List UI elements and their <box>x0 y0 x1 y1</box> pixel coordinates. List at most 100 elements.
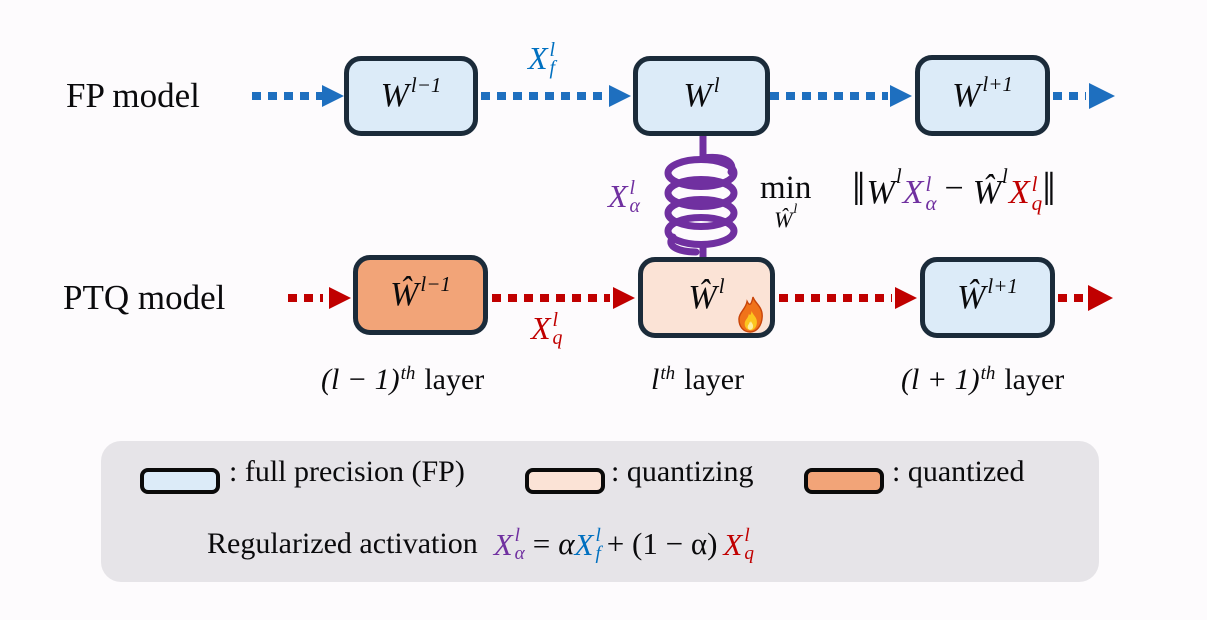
w-hat-superscript: l <box>793 202 798 217</box>
x-symbol: X <box>531 310 551 347</box>
x-superscript: l <box>925 171 932 196</box>
x-subscript: q <box>552 327 563 350</box>
x-subscript: f <box>549 57 556 80</box>
fp-flow-arrowheads <box>322 83 1115 109</box>
ordinal-superscript: th <box>400 363 416 384</box>
flame-inner <box>744 311 757 331</box>
norm-bar-left: ‖ <box>852 163 866 216</box>
weight-symbol: W <box>380 77 409 114</box>
legend-label-quantizing: : quantizing <box>611 455 754 488</box>
x-superscript: l <box>549 39 556 61</box>
weight-superscript: l+1 <box>987 274 1018 298</box>
x-superscript: l <box>514 525 520 547</box>
weight-symbol: Ŵ <box>957 278 986 316</box>
fp-arrowhead-icon <box>1089 83 1115 109</box>
minus-sign: − <box>944 170 964 207</box>
x-symbol: X <box>902 174 924 211</box>
x-superscript: l <box>744 525 750 547</box>
legend-swatch-full-precision <box>140 468 220 494</box>
x-superscript: l <box>629 177 636 199</box>
x-superscript: l <box>595 525 601 547</box>
layer-word: layer <box>1004 363 1065 396</box>
legend-panel: : full precision (FP) : quantizing : qua… <box>101 441 1099 582</box>
weight-symbol: W <box>683 77 712 114</box>
formula-prefix: Regularized activation <box>207 527 478 560</box>
spring-ring <box>664 196 738 230</box>
layer-index: (l − 1) <box>321 363 400 396</box>
ptq-flow-arrowheads <box>329 285 1113 311</box>
fp-arrowhead-icon <box>890 85 912 107</box>
x-symbol: X <box>1008 174 1030 211</box>
one-minus-alpha: + (1 − α) <box>606 526 718 561</box>
w-symbol: W <box>866 174 895 211</box>
spring-hook <box>667 233 700 256</box>
layer-index: l <box>651 363 660 396</box>
w-hat-symbol: Ŵ <box>774 207 793 232</box>
x-subscript: q <box>744 543 754 564</box>
x-symbol: X <box>608 178 628 215</box>
x-subscript: α <box>629 195 640 218</box>
x-subscript: f <box>595 543 601 564</box>
fp-model-label: FP model <box>66 76 200 115</box>
ptq-arrowhead-icon <box>613 287 635 309</box>
w-superscript: l <box>895 164 902 188</box>
x-symbol: X <box>574 526 594 562</box>
weight-superscript: l+1 <box>982 72 1013 96</box>
min-word: min <box>760 170 812 206</box>
spring-ring <box>664 214 738 248</box>
weight-symbol: W <box>952 76 981 114</box>
weight-symbol: Ŵ <box>390 276 419 313</box>
x-subscript: α <box>514 543 525 564</box>
weight-superscript: l <box>713 72 720 97</box>
x-subscript: q <box>1031 191 1043 215</box>
ptq-arrowhead-icon <box>895 287 917 309</box>
weight-superscript: l−1 <box>410 72 442 97</box>
x-symbol: X <box>528 40 548 77</box>
spring-ring <box>664 176 738 210</box>
ptq-arrowhead-icon <box>1088 285 1113 311</box>
x-subscript: α <box>925 191 937 215</box>
coil-icon <box>664 132 738 264</box>
layer-word: layer <box>684 363 745 396</box>
equals-sign: = <box>532 526 551 561</box>
weight-superscript: l−1 <box>420 271 451 296</box>
layer-index: (l + 1) <box>901 363 980 396</box>
x-superscript: l <box>1031 171 1038 196</box>
ptq-model-label: PTQ model <box>63 278 226 317</box>
flame-icon <box>738 296 763 333</box>
w-hat-symbol: Ŵ <box>972 174 1002 211</box>
x-symbol: X <box>493 526 513 562</box>
legend-swatch-quantizing <box>525 468 605 494</box>
weight-superscript: l <box>718 274 725 298</box>
flame-core <box>747 321 754 330</box>
fp-arrowhead-icon <box>322 85 344 107</box>
w-hat-superscript: l <box>1002 164 1008 188</box>
legend-label-quantized: : quantized <box>892 455 1025 488</box>
